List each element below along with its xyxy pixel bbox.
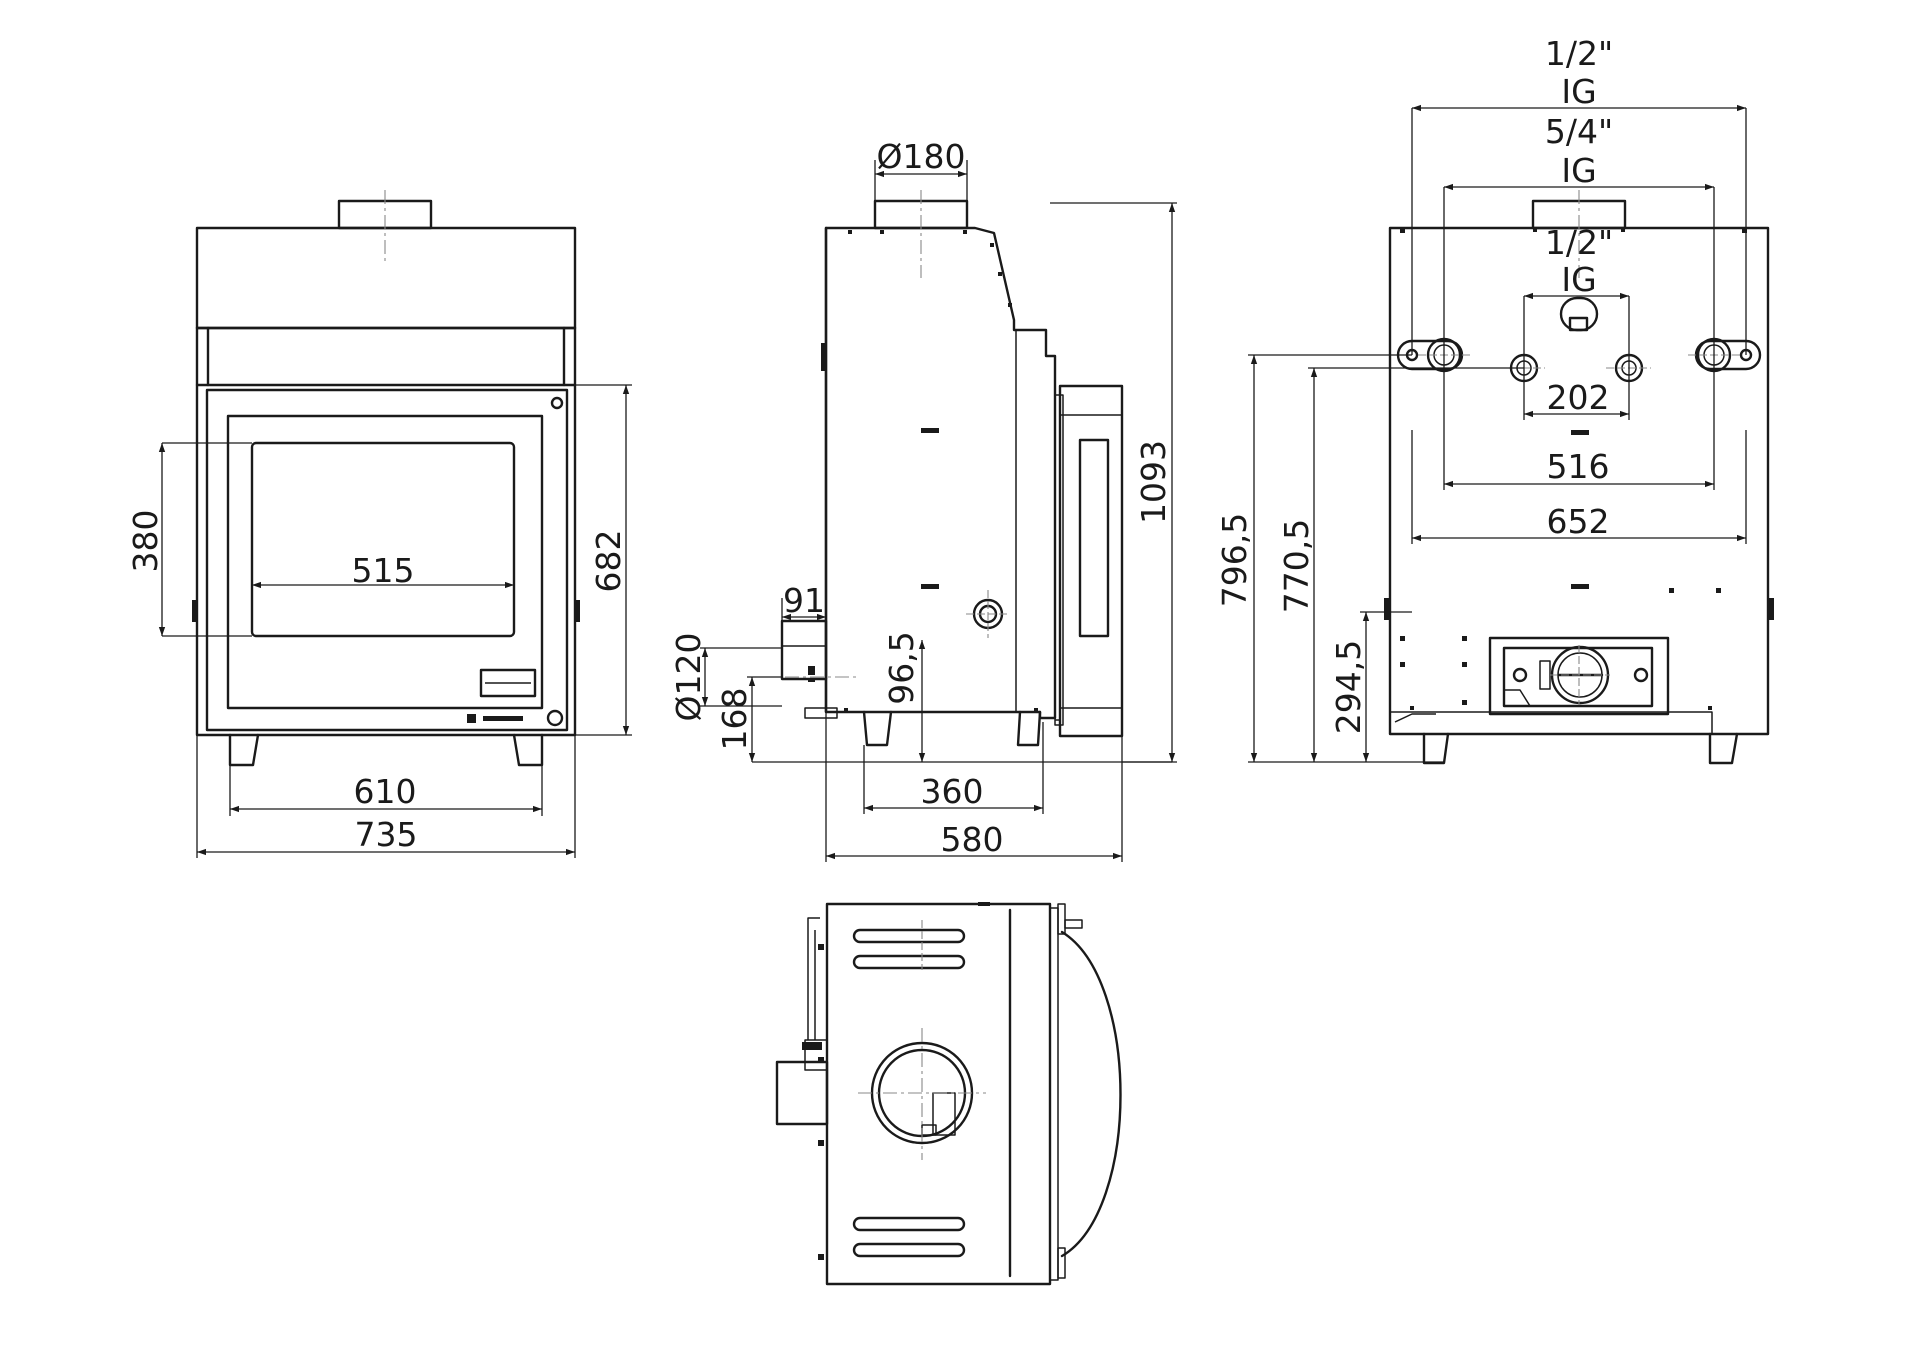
dim-380: 380 [126,510,165,573]
top-body [818,902,1122,1286]
rear-view: 1/2" IG 5/4" IG 1/2" IG 202 516 652 [1215,34,1774,765]
side-door-frame [1054,384,1124,738]
dim-168: 168 [715,688,754,751]
front-dimensions: 515 380 682 610 735 [126,384,632,858]
front-body [192,199,580,737]
conn-mid-size: 5/4" [1545,112,1613,151]
rear-feet [1389,711,1739,765]
dim-91: 91 [783,581,825,620]
side-dimensions: Ø180 1093 91 Ø120 168 96,5 360 [669,137,1177,862]
dim-682: 682 [589,530,628,593]
dim-d120: Ø120 [669,633,708,722]
conn-inner-size: 1/2" [1545,223,1613,262]
dim-735: 735 [355,815,418,854]
dim-294-5: 294,5 [1329,640,1368,734]
dim-610: 610 [354,772,417,811]
side-body [821,199,1057,720]
dim-652: 652 [1547,502,1610,541]
rear-dimensions: 1/2" IG 5/4" IG 1/2" IG 202 516 652 [1215,34,1747,763]
dim-516: 516 [1547,447,1610,486]
conn-outer-size: 1/2" [1545,34,1613,73]
dim-96-5: 96,5 [882,631,921,704]
front-feet [228,733,544,767]
dim-796-5: 796,5 [1215,513,1254,607]
dim-1093: 1093 [1134,440,1173,524]
side-flue-collar [780,619,828,682]
top-flue-collar [775,917,829,1126]
side-centerlines [760,190,1010,678]
conn-inner-type: IG [1561,260,1596,299]
top-centerlines [858,920,986,1160]
dim-515: 515 [352,551,415,590]
dim-202: 202 [1547,378,1610,417]
conn-mid-type: IG [1561,151,1596,190]
dim-770-5: 770,5 [1277,519,1316,613]
front-view: 515 380 682 610 735 [126,190,632,858]
top-view [775,902,1122,1286]
dim-580: 580 [941,820,1004,859]
conn-outer-type: IG [1561,72,1596,111]
dim-360: 360 [921,772,984,811]
dim-d180: Ø180 [877,137,966,176]
side-feet [804,707,1042,747]
side-view: Ø180 1093 91 Ø120 168 96,5 360 [669,137,1177,862]
